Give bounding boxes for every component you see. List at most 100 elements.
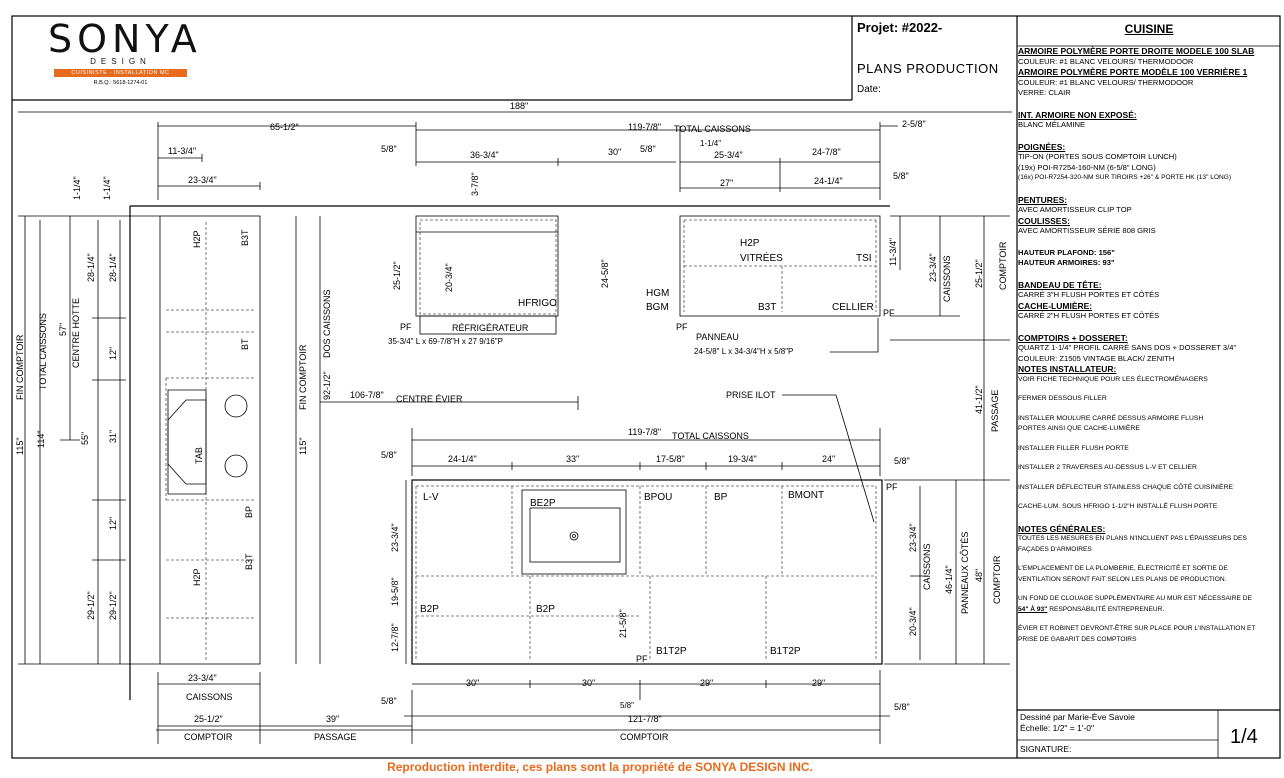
svg-text:PRISE ILOT: PRISE ILOT	[726, 390, 776, 400]
svg-text:PANNEAU: PANNEAU	[696, 332, 739, 342]
sink	[521, 489, 627, 575]
svg-text:5/8": 5/8"	[381, 450, 397, 460]
svg-text:CENTRE HOTTE: CENTRE HOTTE	[71, 298, 81, 368]
svg-text:28-1/4": 28-1/4"	[108, 253, 118, 282]
svg-text:23-3/4": 23-3/4"	[928, 253, 938, 282]
svg-text:114": 114"	[36, 430, 46, 448]
rbq-number: R.B.Q.: 5618-1274-01	[93, 80, 148, 86]
svg-text:L-V: L-V	[423, 492, 439, 503]
svg-text:115": 115"	[15, 437, 25, 455]
svg-text:PF: PF	[636, 654, 648, 664]
svg-text:20-3/4": 20-3/4"	[908, 607, 918, 636]
logo-ribbon: CUISINISTE · INSTALLATION MC	[54, 69, 187, 77]
svg-text:30": 30"	[608, 147, 621, 157]
svg-text:24-1/4": 24-1/4"	[448, 454, 477, 464]
svg-text:121-7/8": 121-7/8"	[628, 714, 662, 724]
svg-text:CAISSONS: CAISSONS	[922, 543, 932, 590]
svg-text:FIN COMPTOIR: FIN COMPTOIR	[15, 334, 25, 400]
sheet-number: 1/4	[1230, 726, 1258, 748]
svg-text:19-3/4": 19-3/4"	[728, 454, 757, 464]
svg-text:PF: PF	[886, 482, 898, 492]
svg-text:B3T: B3T	[240, 229, 250, 246]
dim-overall: 188"	[510, 101, 528, 111]
svg-text:5/8": 5/8"	[620, 701, 634, 710]
svg-text:BE2P: BE2P	[530, 498, 556, 509]
svg-text:24-5/8" L x 34-3/4"H x 5/8"P: 24-5/8" L x 34-3/4"H x 5/8"P	[694, 347, 793, 356]
svg-text:5/8": 5/8"	[381, 696, 397, 706]
svg-text:B3T: B3T	[244, 553, 254, 570]
svg-text:17-5/8": 17-5/8"	[656, 454, 685, 464]
project-number: Projet: #2022-	[857, 20, 943, 35]
svg-text:19-5/8": 19-5/8"	[390, 577, 400, 606]
svg-text:30": 30"	[466, 678, 479, 688]
svg-text:5/8": 5/8"	[893, 171, 909, 181]
sonya-logo: SONYA DESIGN CUISINISTE · INSTALLATION M…	[48, 20, 197, 86]
dim-left-run: 65-1/2"	[270, 122, 299, 132]
svg-text:35-3/4" L x 69-7/8"H x 27 9/16: 35-3/4" L x 69-7/8"H x 27 9/16"P	[388, 337, 503, 346]
svg-text:1-1/4": 1-1/4"	[102, 176, 112, 200]
svg-text:2-5/8": 2-5/8"	[902, 119, 926, 129]
svg-text:BGM: BGM	[646, 302, 669, 313]
svg-text:119-7/8": 119-7/8"	[628, 427, 661, 437]
svg-text:5/8": 5/8"	[894, 456, 910, 466]
svg-text:CAISSONS: CAISSONS	[942, 255, 952, 302]
svg-text:B3T: B3T	[758, 302, 776, 313]
svg-text:5/8": 5/8"	[894, 702, 910, 712]
svg-text:11-3/4": 11-3/4"	[888, 238, 898, 266]
svg-text:PASSAGE: PASSAGE	[990, 390, 1000, 432]
svg-text:TOTAL CAISSONS: TOTAL CAISSONS	[672, 431, 749, 441]
copyright-footer: Reproduction interdite, ces plans sont l…	[387, 760, 813, 774]
svg-text:HFRIGO: HFRIGO	[518, 298, 557, 309]
svg-text:29-1/2": 29-1/2"	[108, 591, 118, 620]
svg-text:B1T2P: B1T2P	[770, 646, 801, 657]
svg-text:23-3/4": 23-3/4"	[390, 523, 400, 552]
svg-text:33": 33"	[566, 454, 579, 464]
svg-text:1-1/4": 1-1/4"	[700, 139, 721, 148]
svg-text:CELLIER: CELLIER	[832, 302, 874, 313]
svg-text:B2P: B2P	[420, 604, 439, 615]
svg-text:24-7/8": 24-7/8"	[812, 147, 841, 157]
svg-text:12-7/8": 12-7/8"	[390, 623, 400, 652]
left-cabinet-run	[159, 215, 261, 665]
date-label: Date:	[857, 84, 881, 95]
svg-text:COMPTOIR: COMPTOIR	[184, 732, 233, 742]
svg-text:B1T2P: B1T2P	[656, 646, 687, 657]
svg-text:BP: BP	[714, 492, 728, 503]
svg-text:PASSAGE: PASSAGE	[314, 732, 356, 742]
scale: Échelle: 1/2" = 1'-0"	[1020, 723, 1095, 733]
svg-text:115": 115"	[298, 437, 308, 455]
svg-text:24": 24"	[822, 454, 835, 464]
signature-label: SIGNATURE:	[1020, 744, 1072, 754]
svg-text:41-1/2": 41-1/2"	[974, 385, 984, 414]
logo-design: DESIGN	[90, 57, 151, 66]
svg-text:25-1/2": 25-1/2"	[974, 259, 984, 288]
svg-text:23-3/4": 23-3/4"	[188, 175, 217, 185]
svg-text:25-1/2": 25-1/2"	[392, 261, 402, 290]
svg-text:H2P: H2P	[192, 230, 202, 248]
svg-text:29": 29"	[700, 678, 713, 688]
svg-text:25-1/2": 25-1/2"	[194, 714, 223, 724]
svg-text:36-3/4": 36-3/4"	[470, 150, 499, 160]
svg-text:39": 39"	[326, 714, 339, 724]
svg-text:27": 27"	[720, 178, 733, 188]
svg-text:BMONT: BMONT	[788, 490, 824, 501]
svg-text:24-1/4": 24-1/4"	[814, 176, 843, 186]
svg-text:TSI: TSI	[856, 253, 872, 264]
svg-text:55": 55"	[80, 432, 90, 445]
svg-text:12": 12"	[108, 347, 118, 360]
svg-text:23-3/4": 23-3/4"	[908, 523, 918, 552]
svg-text:11-3/4": 11-3/4"	[168, 146, 196, 156]
svg-text:H2P: H2P	[192, 568, 202, 586]
svg-text:TOTAL CAISSONS: TOTAL CAISSONS	[674, 124, 751, 134]
pantry-zone	[679, 215, 881, 317]
svg-text:DOS CAISSONS: DOS CAISSONS	[322, 289, 332, 358]
svg-text:29": 29"	[812, 678, 825, 688]
svg-text:TAB: TAB	[194, 447, 204, 464]
svg-text:57": 57"	[58, 323, 68, 336]
svg-text:HGM: HGM	[646, 288, 669, 299]
svg-text:H2P: H2P	[740, 238, 760, 249]
spec-cabinet-title: ARMOIRE POLYMÈRE PORTE DROITE MODELE 100…	[1018, 46, 1255, 56]
svg-text:25-3/4": 25-3/4"	[714, 150, 743, 160]
svg-text:29-1/2": 29-1/2"	[86, 591, 96, 620]
sheet-border	[11, 15, 1281, 759]
